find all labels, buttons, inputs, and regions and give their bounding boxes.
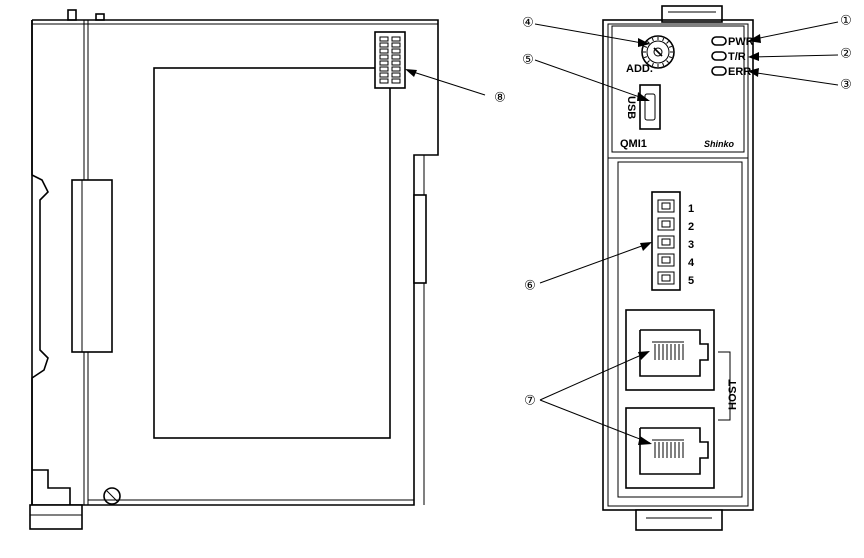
led-label-tr: T/R (728, 51, 746, 63)
address-switch (641, 35, 675, 69)
led-label-err: ERR (728, 66, 751, 78)
side-connector (374, 31, 406, 89)
front-view (602, 5, 754, 531)
host-port-upper (625, 309, 715, 391)
usb-port (639, 84, 661, 130)
host-port-lower (625, 407, 715, 489)
brand-logo: Shinko (704, 139, 735, 149)
callout-5: ⑤ (522, 52, 534, 67)
led-label-pwr: PWR (728, 36, 754, 48)
terminal-pin-1: 1 (688, 203, 694, 215)
callout-1: ① (840, 13, 852, 28)
terminal-pin-3: 3 (688, 239, 694, 251)
terminal-pin-2: 2 (688, 221, 694, 233)
callout-6: ⑥ (524, 278, 536, 293)
side-view (29, 9, 439, 530)
terminal-pin-5: 5 (688, 275, 694, 287)
callout-leaders (405, 21, 839, 445)
terminal-pin-4: 4 (688, 257, 695, 269)
callout-4: ④ (522, 15, 534, 30)
led-indicators (711, 36, 727, 76)
callout-2: ② (840, 46, 852, 61)
callout-8: ⑧ (494, 90, 506, 105)
callout-7: ⑦ (524, 393, 536, 408)
usb-label: USB (625, 96, 637, 119)
terminal-block (651, 191, 681, 291)
model-label: QMI1 (620, 138, 647, 150)
address-label: ADD. (626, 63, 653, 75)
host-label: HOST (727, 379, 739, 410)
callout-3: ③ (840, 77, 852, 92)
